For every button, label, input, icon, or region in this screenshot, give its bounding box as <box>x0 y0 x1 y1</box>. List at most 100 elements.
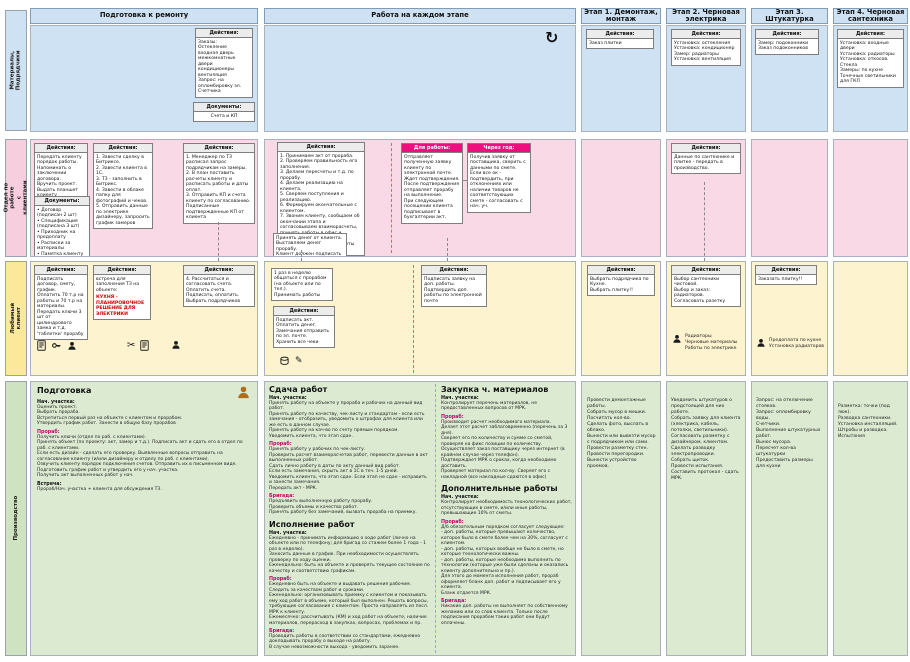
section-extra-works: Дополнительные работы Нач. участка:Контр… <box>441 484 573 626</box>
column-each-stage: Работа на каждом этапе ↻ Действия: 1. Пр… <box>264 8 576 656</box>
list-text: Радиаторы Черновые материалы Работы по э… <box>685 334 738 351</box>
role-text: Принять работу на объекте у прораба и ра… <box>269 401 425 439</box>
section-handover: Сдача работ Нач. участка:Принять работу … <box>269 385 431 516</box>
band-client: Действия: Выбор сантехники чистовой. Выб… <box>666 261 746 376</box>
documents-box[interactable]: Документы: • Договор (подписан 2 шт) • С… <box>34 196 90 257</box>
stage2-client-box[interactable]: Действия: Выбор сантехники чистовой. Выб… <box>671 265 741 307</box>
in-a-year-box[interactable]: Через год: Получив заявку от поставщика,… <box>467 143 531 213</box>
segment-foreman: Прораб:Принять работу у рабочих по чек-л… <box>269 442 431 491</box>
column-header: Этап 1. Демонтаж, монтаж <box>581 8 661 24</box>
band-client-dept: Действия: 1. Принимаем акт от прораба. 2… <box>264 139 576 257</box>
segment-crew: Бригада:Предъявить выполненную работу пр… <box>269 494 431 515</box>
segment-chief: Нач. участка:Принять работу на объекте у… <box>269 396 431 439</box>
box-title: Действия: <box>278 143 364 152</box>
weekly-box[interactable]: 1 раз в неделю общаться с прорабом (на о… <box>271 268 333 301</box>
segment-crew: Бригада:Проводить работы в соответствии … <box>269 629 431 650</box>
lane-production: Производство <box>5 381 27 656</box>
role-label: Нач. участка: <box>269 396 307 401</box>
box-body: Замер: подоконники Заказ подоконников <box>758 40 809 52</box>
crm-box[interactable]: Действия: 1. Завести сделку в Битриксе. … <box>93 143 153 229</box>
box-title: Действия: <box>422 266 486 275</box>
connector-line <box>462 180 468 181</box>
role-text: Контролирует перечень материалов, не пре… <box>441 401 537 412</box>
extra-works-box[interactable]: Действия: Подписать заявку на доп. работ… <box>421 265 487 307</box>
lane-label-text: Любимый клиент <box>9 303 22 334</box>
role-label: Прораб: <box>37 429 60 435</box>
column-stage4: Этап 4. Черновая сантехника Действия: Ус… <box>833 8 908 656</box>
green-right-subcolumn: Закупка ч. материалов Нач. участка:Контр… <box>441 384 573 630</box>
box-body: Принять денег от клиента. Выставляем ден… <box>276 235 343 257</box>
stage3-client-box[interactable]: Действия: Заказать плитку!! <box>755 265 817 285</box>
box-body: Отправляет полученную заявку клиенту по … <box>404 154 460 221</box>
role-text: Проводить работы в соответствии со станд… <box>269 633 421 650</box>
box-title: Действия: <box>35 144 87 153</box>
divider-line <box>391 143 392 253</box>
lane-beloved-client: Любимый клиент <box>5 261 27 376</box>
stage3-payment-list: Предоплата по кухне Установка радиаторов <box>756 338 825 350</box>
stage2-dept-box[interactable]: Действия: Данные по сантехнике и плитке … <box>671 143 741 174</box>
divider-line <box>413 265 414 373</box>
stage1-client-box[interactable]: Действия: Выбрать подрядчика по Кухне. В… <box>587 265 655 296</box>
sign-contract-box[interactable]: Действия: Подписать договор, смету, граф… <box>34 265 88 340</box>
band-client: 1 раз в неделю общаться с прорабом (на о… <box>264 261 576 376</box>
box-title: Действия: <box>588 266 654 275</box>
segment-foreman: Прораб:Д/б обязательным порядком согласу… <box>441 520 573 596</box>
box-body: Подписать договор, смету, график. Оплати… <box>37 276 84 337</box>
stage3-production-tasks: Запрос: на отключение стояков. Запрос: о… <box>756 398 821 469</box>
band-production: Уведомить штукатуров о предстоящей для н… <box>666 381 746 656</box>
role-text: Ежедневно - принимать информацию о ходе … <box>269 535 430 574</box>
box-title: Действия: <box>274 307 334 316</box>
box-body: Заказ плитки <box>589 40 622 46</box>
lane-label-text: Отдел по работе с клиентами <box>3 180 29 216</box>
stage2-orders-box[interactable]: Действия: Установка: остекления Установк… <box>671 29 741 66</box>
band-client-dept: Действия: Передать клиенту порядок работ… <box>30 139 258 257</box>
section-execution: Исполнение работ Нач. участка:Ежедневно … <box>269 520 431 651</box>
column-header: Работа на каждом этапе <box>264 8 576 24</box>
manager-box[interactable]: Действия: 1. Менеджер по ТЗ расписал зап… <box>183 143 255 224</box>
orders-box[interactable]: Действия: Заказы: Остекление входная две… <box>195 28 253 98</box>
role-label: Прораб: <box>441 414 464 420</box>
role-label: Бригада: <box>269 494 295 500</box>
role-label: Нач. участка: <box>441 495 479 501</box>
client-icons-3 <box>171 340 181 350</box>
role-text: Производит расчет необходимого материала… <box>441 419 568 480</box>
stage4-orders-box[interactable]: Действия: Установка: входные двери Устан… <box>837 29 904 88</box>
role-text: Контролирует необходимость технологическ… <box>441 500 572 517</box>
box-body: Установка: остекления Установка: кондици… <box>674 40 735 63</box>
band-client: Действия: Выбрать подрядчика по Кухне. В… <box>581 261 661 376</box>
handover-box[interactable]: Действия: Передать клиенту порядок работ… <box>34 143 88 202</box>
stage1-orders-box[interactable]: Действия: Заказ плитки <box>586 29 654 49</box>
meeting-intro: встреча для заполнения ТЗ на объекте: <box>96 276 140 293</box>
money-box[interactable]: Принять денег от клиента. Выставляем ден… <box>273 233 347 257</box>
band-production: Провести демонтажные работы. Собрать мус… <box>581 381 661 656</box>
sign-act-box[interactable]: Действия: Подписать акт. Оплатить денег.… <box>273 306 335 348</box>
box-body: Подписать акт. Оплатить денег. Замечания… <box>276 317 330 345</box>
box-title: Действия: <box>756 266 816 275</box>
stage3-orders-box[interactable]: Действия: Замер: подоконники Заказ подок… <box>755 29 819 55</box>
invoices-box[interactable]: Документы: Счета и КП <box>193 102 255 122</box>
band-production: Разметка: точки (под люк). Разводка сант… <box>833 381 908 656</box>
band-client <box>833 261 908 376</box>
role-label: Прораб: <box>269 577 292 583</box>
refresh-cycle-icon: ↻ <box>545 28 559 47</box>
band-materials: Действия: Установка: входные двери Устан… <box>833 25 908 132</box>
for-work-box[interactable]: Для работы: Отправляет полученную заявку… <box>401 143 463 224</box>
box-body: • Договор (подписан 2 шт) • Спецификация… <box>37 207 84 257</box>
pay-box[interactable]: Действия: 4. Рассчитаться и согласовать … <box>183 265 255 307</box>
section-title: Исполнение работ <box>269 519 355 529</box>
band-production: Подготовка Нач. участка: Оценить проект.… <box>30 381 258 656</box>
box-body: 1. Завести сделку в Битриксе. 2. Завести… <box>96 154 150 226</box>
box-title: Действия: <box>196 29 252 38</box>
box-body: Подписать заявку на доп. работы. Подтвер… <box>424 276 482 304</box>
band-materials: ↻ <box>264 25 576 132</box>
key-icon <box>52 343 61 348</box>
role-label: Бригада: <box>269 628 295 634</box>
role-text: Предъявить выполненную работу прорабу. П… <box>269 499 417 516</box>
role-label: Прораб: <box>441 519 464 525</box>
meeting-box[interactable]: Действия: встреча для заполнения ТЗ на о… <box>93 265 151 320</box>
column-header: Этап 2. Черновая электрика <box>666 8 746 24</box>
segment-foreman: Прораб: Получить ключи (отдел по раб. с … <box>37 430 251 479</box>
client-icons <box>37 340 77 351</box>
section-title: Закупка ч. материалов <box>441 385 549 394</box>
